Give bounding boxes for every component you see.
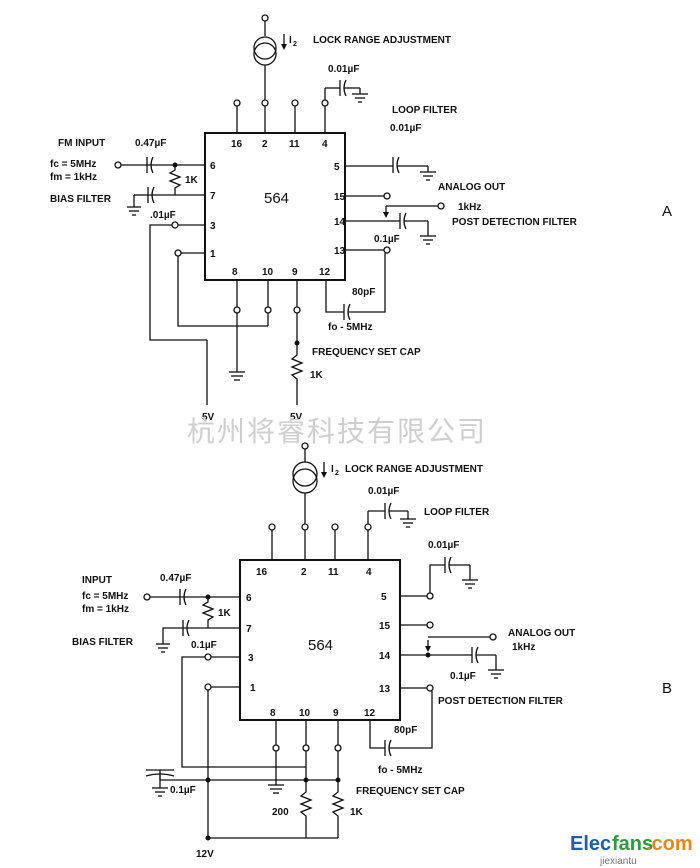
current-source-b <box>292 461 318 487</box>
loop-filter-label-b: LOOP FILTER <box>424 507 490 518</box>
circuit-tag-a: A <box>662 203 672 220</box>
cap-pin3-label-b: 0.1µF <box>191 640 217 651</box>
cap-fset-label-a: 80pF <box>352 287 375 298</box>
supply-label-b: 12V <box>196 849 214 860</box>
i2-label-a: I <box>289 35 292 46</box>
circuit-tag-b: B <box>662 680 672 697</box>
i2-label-b: I <box>331 464 334 475</box>
svg-text:.com: .com <box>646 833 693 855</box>
circuit-a: 564 16 2 11 4 I 2 LOCK RANGE ADJUSTMENT … <box>50 14 672 423</box>
analog-out-label-b: ANALOG OUT <box>508 628 575 639</box>
ic-564-a <box>204 132 346 281</box>
fo-label-a: fo - 5MHz <box>328 322 372 333</box>
svg-text:Elec: Elec <box>570 833 611 855</box>
pin-1-b: 1 <box>250 683 256 694</box>
pin-8-a: 8 <box>232 267 238 278</box>
pin-10-b: 10 <box>299 708 311 719</box>
pin-14-b: 14 <box>379 651 391 662</box>
cap-pin5-label-a: 0.01µF <box>390 123 421 134</box>
res-1k-label-b: 1K <box>350 807 364 818</box>
supply-label-a2: 5V <box>290 412 303 423</box>
res-200-label-b: 200 <box>272 807 289 818</box>
pin-9-a: 9 <box>292 267 298 278</box>
pin-2-a: 2 <box>262 139 268 150</box>
cap-pin4-label-b: 0.01µF <box>368 486 399 497</box>
res-1k-label-a: 1K <box>310 370 324 381</box>
freq-set-cap-label-a: FREQUENCY SET CAP <box>312 347 421 358</box>
pin-2-b: 2 <box>301 567 307 578</box>
ic-564-b <box>239 559 401 721</box>
pin-5-b: 5 <box>381 592 387 603</box>
fm-label-a: fm = 1kHz <box>50 172 97 183</box>
bias-filter-label-a: BIAS FILTER <box>50 194 112 205</box>
pin-6-b: 6 <box>246 593 252 604</box>
pin-6-a: 6 <box>210 161 216 172</box>
pin-12-b: 12 <box>364 708 376 719</box>
svg-text:jiexiantu: jiexiantu <box>599 856 637 867</box>
svg-text:fans: fans <box>612 833 653 855</box>
pin-12-a: 12 <box>319 267 331 278</box>
svg-text:2: 2 <box>335 470 339 477</box>
pin-14-a: 14 <box>334 217 346 228</box>
pin-5-a: 5 <box>334 162 340 173</box>
current-source-a <box>253 36 277 60</box>
svg-text:2: 2 <box>293 41 297 48</box>
analog-out-label-a: ANALOG OUT <box>438 182 505 193</box>
cap-input-label-a: 0.47µF <box>135 138 166 149</box>
fm-label-b: fm = 1kHz <box>82 604 129 615</box>
supply-label-a1: 5V <box>202 412 215 423</box>
pin-13-a: 13 <box>334 246 346 257</box>
site-logo: Elec fans .com jiexiantu <box>570 833 693 867</box>
analog-freq-label-a: 1kHz <box>458 202 481 213</box>
pin-3-b: 3 <box>248 653 254 664</box>
fc-label-a: fc = 5MHz <box>50 159 96 170</box>
analog-freq-label-b: 1kHz <box>512 642 535 653</box>
cap-pin5-label-b: 0.01µF <box>428 540 459 551</box>
circuit-b: 564 16 2 11 4 I 2 LOCK RANGE ADJUSTMENT … <box>72 442 672 860</box>
pin-15-a: 15 <box>334 192 346 203</box>
ic-label-a: 564 <box>264 190 289 207</box>
pin-7-b: 7 <box>246 624 252 635</box>
pin-10-a: 10 <box>262 267 274 278</box>
post-detection-label-a: POST DETECTION FILTER <box>452 217 578 228</box>
cap-input-label-b: 0.47µF <box>160 573 191 584</box>
pin-9-b: 9 <box>333 708 339 719</box>
pin-3-a: 3 <box>210 221 216 232</box>
pin-13-b: 13 <box>379 684 391 695</box>
pin-8-b: 8 <box>270 708 276 719</box>
loop-filter-label-a: LOOP FILTER <box>392 105 458 116</box>
lock-range-label-b: LOCK RANGE ADJUSTMENT <box>345 464 483 475</box>
res-bias-label-a: 1K <box>185 175 199 186</box>
input-label-b: INPUT <box>82 575 112 586</box>
cap-pin4-label-a: 0.01µF <box>328 64 359 75</box>
cap-fset-label-b: 80pF <box>394 725 417 736</box>
res-bias-label-b: 1K <box>218 608 232 619</box>
pin-1-a: 1 <box>210 249 216 260</box>
pin-4-b: 4 <box>366 567 372 578</box>
pin-11-a: 11 <box>289 139 300 150</box>
ic-label-b: 564 <box>308 637 333 654</box>
pin-16-a: 16 <box>231 139 243 150</box>
pin-15-b: 15 <box>379 621 391 632</box>
lock-range-label-a: LOCK RANGE ADJUSTMENT <box>313 35 451 46</box>
cap-supply-label-b: 0.1µF <box>170 785 196 796</box>
fc-label-b: fc = 5MHz <box>82 591 128 602</box>
freq-set-cap-label-b: FREQUENCY SET CAP <box>356 786 465 797</box>
cap-post-label-b: 0.1µF <box>450 671 476 682</box>
fo-label-b: fo - 5MHz <box>378 765 422 776</box>
pin-16-b: 16 <box>256 567 268 578</box>
pin-7-a: 7 <box>210 191 216 202</box>
fm-input-label-a: FM INPUT <box>58 138 105 149</box>
cap-post-label-a: 0.1µF <box>374 234 400 245</box>
watermark: 杭州将睿科技有限公司 <box>187 415 487 448</box>
pin-4-a: 4 <box>322 139 328 150</box>
bias-filter-label-b: BIAS FILTER <box>72 637 134 648</box>
cap-bias-label-a: .01µF <box>150 210 176 221</box>
pin-11-b: 11 <box>328 567 339 578</box>
post-detection-label-b: POST DETECTION FILTER <box>438 696 564 707</box>
